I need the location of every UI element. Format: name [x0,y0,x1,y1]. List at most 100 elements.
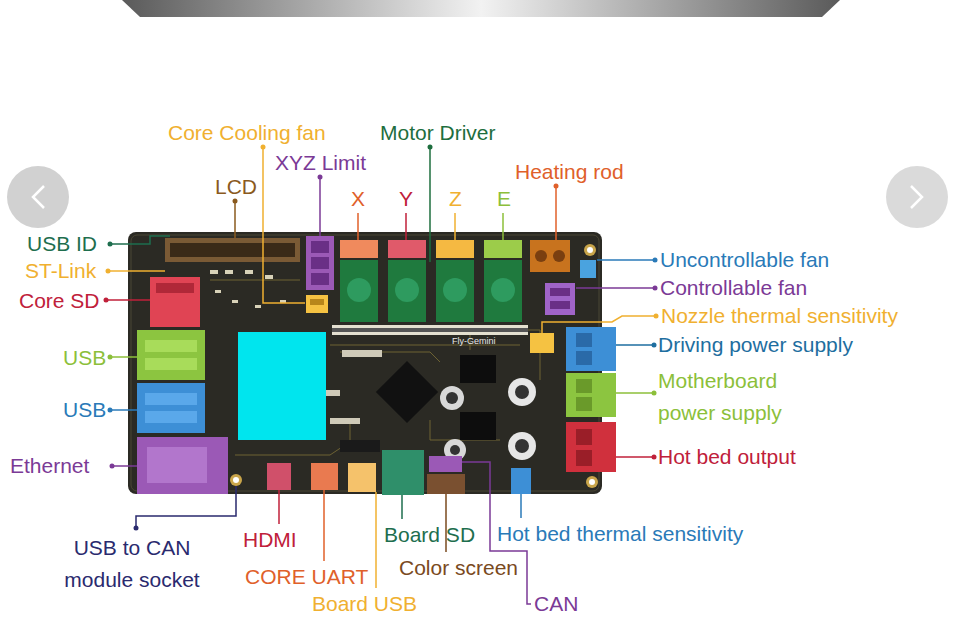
core-module [238,332,326,440]
mounting-hole [230,474,242,486]
leader-dot [261,145,266,150]
thermistor-connector [530,333,554,353]
callout-label: Color screen [399,556,518,580]
fan-connector [310,299,324,305]
leader-dot [428,145,433,150]
leader-line [319,177,321,236]
capacitor [515,385,529,399]
ethernet-port [137,437,228,494]
leader-line [110,356,137,358]
leader-dot [554,184,559,189]
pcb-trace [235,445,345,455]
callout-label: Hot bed output [658,445,796,469]
chip [460,412,496,440]
callout-label: USB [63,346,106,370]
power-terminal [566,327,616,371]
power-terminal [576,397,592,411]
usb-port [145,340,197,352]
callout-label: USB [63,398,106,422]
ethernet-port [137,437,228,494]
leader-dot [653,286,658,291]
bottom-connector [311,463,338,490]
small-component [245,270,253,274]
power-terminal [576,429,592,445]
leader-line [323,490,325,561]
leader-line [555,186,557,240]
callout-label: ST-Link [25,259,96,283]
chip [376,361,438,423]
power-terminal [566,373,616,417]
small-component [210,270,218,274]
mounting-hole [587,247,593,253]
lcd-header [165,238,300,262]
motor-connector [484,240,522,258]
pcb-board [131,235,599,491]
heater-terminal [535,250,547,262]
leader-line [520,494,522,518]
pcb-board [128,232,602,494]
mounting-hole [233,477,239,483]
chip [340,440,380,452]
axis-label: Y [399,187,413,211]
usb-port [137,383,205,433]
leader-line [542,316,656,333]
motor-connector [340,240,378,258]
callout-label: Ethernet [10,454,89,478]
callout-label: LCD [215,175,257,199]
board-silkscreen: Fly-Gemini [452,336,496,347]
leader-dot [233,199,238,204]
motor-driver [443,278,467,302]
pin-header [330,418,360,424]
leader-line [576,287,655,289]
heater-terminal [553,250,565,262]
pcb-trace [210,280,300,281]
leader-line [616,392,654,394]
callout-label: Board SD [384,523,475,547]
callout-label: Controllable fan [660,276,807,300]
chip [340,355,496,452]
power-terminal [576,351,592,365]
leader-line [278,490,280,524]
power-terminal [576,333,592,347]
fan-connector [580,260,596,278]
small-component [255,305,261,308]
fan-connector [550,301,570,309]
callout-label: USB ID [27,232,97,256]
leader-dot [652,391,657,396]
usb-port [137,330,205,380]
leader-dot [104,145,659,531]
motor-connector [388,240,426,258]
leader-line [429,147,431,262]
leader-line [616,456,654,458]
leader-dot [106,269,111,274]
sd-slot [150,277,200,327]
motor-driver [347,278,371,302]
callout-label: CAN [534,592,578,616]
sd-slot [150,277,200,327]
bottom-connector [429,456,462,472]
leader-dot [108,355,113,360]
callout-label: Driving power supply [658,333,853,357]
pcb-board [128,232,602,494]
power-terminal [566,327,616,472]
capacitor [440,378,536,461]
pin-header [332,328,528,332]
usb-port [137,330,205,433]
thermistor-connector [511,333,554,494]
leader-dot [108,408,113,413]
small-component [265,275,273,279]
fan-connector [545,283,575,315]
mounting-hole [584,244,596,256]
usb-port [145,358,197,370]
leader-line [502,213,504,240]
callout-label: Board USB [312,592,417,616]
sd-slot [156,283,194,293]
motor-driver [491,278,515,302]
leader-line [454,213,456,240]
capacitor [508,378,536,406]
bottom-connector [382,450,424,495]
axis-label: E [497,187,511,211]
top-band [122,0,840,17]
pin-header [320,325,528,424]
chip [460,355,496,383]
